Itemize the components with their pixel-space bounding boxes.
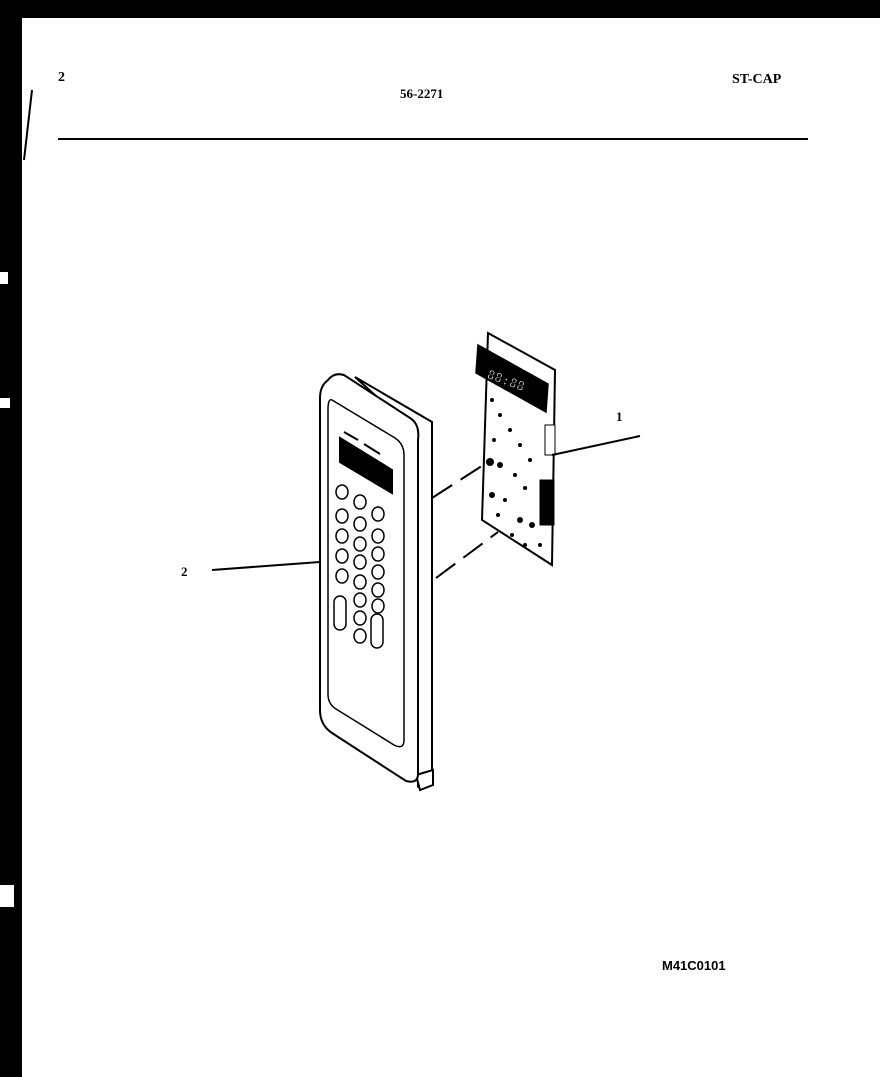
parts-diagram-sheet [22, 18, 880, 1077]
header-rule [58, 138, 808, 140]
scan-edge-marks [0, 272, 14, 907]
callout-number-1: 1 [616, 409, 623, 424]
scan-stroke [23, 89, 33, 161]
page-number: 2 [58, 70, 65, 85]
board-components [486, 398, 542, 547]
keypad-buttons [333, 484, 385, 649]
drawing-id: M41C0101 [662, 958, 726, 973]
control-board: 88:88 [475, 331, 557, 567]
callout-number-2: 2 [181, 564, 188, 579]
assembly-lines [431, 461, 499, 579]
document-code: 56-2271 [400, 86, 444, 101]
brand-code: ST-CAP [732, 72, 782, 87]
control-panel [319, 373, 434, 792]
leader-lines [211, 435, 641, 571]
